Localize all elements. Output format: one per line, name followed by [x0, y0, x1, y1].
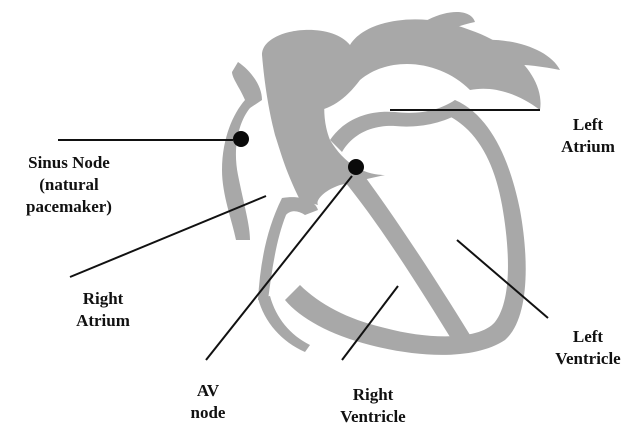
right-atrium-label: Right Atrium: [58, 288, 148, 332]
sinus-node-label: Sinus Node (natural pacemaker): [4, 152, 134, 218]
left-atrium-label: Left Atrium: [548, 114, 628, 158]
av-node-label-line1: AV: [180, 380, 236, 402]
left-ventricle-label-line2: Ventricle: [540, 348, 636, 370]
left-ventricle-label: Left Ventricle: [540, 326, 636, 370]
left-ventricle-label-line1: Left: [540, 326, 636, 348]
heart-walls: [222, 12, 560, 355]
av-node-label: AV node: [180, 380, 236, 424]
left-atrium-label-line1: Left: [548, 114, 628, 136]
left-atrium-label-line2: Atrium: [548, 136, 628, 158]
right-atrium-label-line2: Atrium: [58, 310, 148, 332]
sinus-node-label-line3: pacemaker): [4, 196, 134, 218]
left-atrium-wall: [330, 100, 462, 152]
av-node-label-line2: node: [180, 402, 236, 424]
sinus-node-label-line2: (natural: [4, 174, 134, 196]
right-atrium-label-line1: Right: [58, 288, 148, 310]
right-ventricle-label-line2: Ventricle: [318, 406, 428, 428]
sinus-node-dot: [233, 131, 249, 147]
left-ventricle-leader: [457, 240, 548, 318]
right-ventricle-label-line1: Right: [318, 384, 428, 406]
vena-cava-wall: [222, 62, 262, 240]
av-node-dot: [348, 159, 364, 175]
sinus-node-label-line1: Sinus Node: [4, 152, 134, 174]
right-ventricle-label: Right Ventricle: [318, 384, 428, 428]
ventricular-septum: [345, 170, 470, 345]
